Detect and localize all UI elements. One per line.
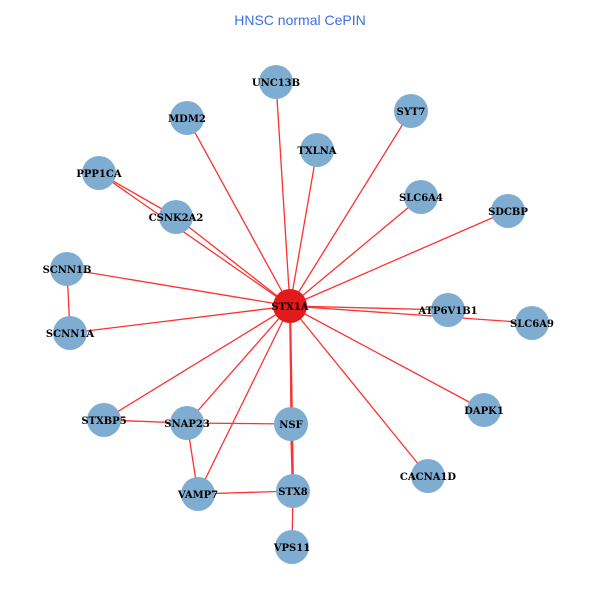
node-sdcbp[interactable]: SDCBP <box>488 194 528 228</box>
edge-STX1A-SYT7 <box>289 110 412 307</box>
node-circle <box>275 530 309 564</box>
edge-STX1A-UNC13B <box>275 81 291 307</box>
node-circle <box>300 133 334 167</box>
node-label: SCNN1B <box>43 265 92 276</box>
node-ppp1ca[interactable]: PPP1CA <box>76 156 122 190</box>
node-label: STX1A <box>271 302 308 313</box>
node-stx8[interactable]: STX8 <box>276 474 310 508</box>
node-stx1a[interactable]: STX1A <box>271 289 309 323</box>
node-scnn1a[interactable]: SCNN1A <box>46 316 94 350</box>
node-label: SCNN1A <box>46 329 94 340</box>
node-circle <box>87 403 121 437</box>
edge-STX1A-CACNA1D <box>289 305 429 477</box>
edge-STX1A-SLC6A4 <box>289 196 422 307</box>
node-label: SLC6A4 <box>399 193 443 204</box>
edge-STX1A-TXLNA <box>289 149 318 307</box>
node-vps11[interactable]: VPS11 <box>273 530 310 564</box>
node-label: DAPK1 <box>464 406 504 417</box>
node-circle <box>431 293 465 327</box>
edge-STX1A-MDM2 <box>186 117 291 307</box>
node-label: CACNA1D <box>400 472 457 483</box>
node-label: UNC13B <box>252 78 300 89</box>
edge-STX1A-SDCBP <box>289 210 509 307</box>
node-circle <box>181 477 215 511</box>
node-label: MDM2 <box>168 114 206 125</box>
edge-STX1A-ATP6V1B1 <box>289 305 449 311</box>
node-circle <box>276 474 310 508</box>
node-circle <box>467 393 501 427</box>
node-label: STX8 <box>278 487 307 498</box>
node-vamp7[interactable]: VAMP7 <box>177 477 218 511</box>
node-label: PPP1CA <box>76 169 121 180</box>
node-label: NSF <box>279 420 302 431</box>
node-circle <box>82 156 116 190</box>
node-circle <box>274 407 308 441</box>
node-dapk1[interactable]: DAPK1 <box>464 393 504 427</box>
node-circle <box>491 194 525 228</box>
figure-title: HNSC normal CePIN <box>234 12 366 28</box>
node-circle <box>273 289 307 323</box>
node-circle <box>170 101 204 135</box>
node-stxbp5[interactable]: STXBP5 <box>81 403 127 437</box>
node-label: SLC6A9 <box>510 319 554 330</box>
node-unc13b[interactable]: UNC13B <box>252 65 300 99</box>
node-circle <box>394 94 428 128</box>
node-label: SYT7 <box>397 107 426 118</box>
node-snap23[interactable]: SNAP23 <box>164 406 210 440</box>
node-label: VPS11 <box>273 543 310 554</box>
edge-STX1A-STXBP5 <box>103 305 291 421</box>
node-atp6v1b1[interactable]: ATP6V1B1 <box>417 293 478 327</box>
node-nsf[interactable]: NSF <box>274 407 308 441</box>
node-cacna1d[interactable]: CACNA1D <box>400 459 457 493</box>
edge-STX1A-SCNN1A <box>69 305 291 334</box>
node-mdm2[interactable]: MDM2 <box>168 101 206 135</box>
node-label: STXBP5 <box>81 416 126 427</box>
node-slc6a4[interactable]: SLC6A4 <box>399 180 443 214</box>
node-circle <box>53 316 87 350</box>
edge-STX1A-DAPK1 <box>289 305 485 411</box>
node-circle <box>404 180 438 214</box>
node-label: SNAP23 <box>164 419 210 430</box>
edge-STX1A-PPP1CA <box>98 172 291 307</box>
node-circle <box>515 306 549 340</box>
edge-STX1A-SCNN1B <box>66 268 291 307</box>
node-slc6a9[interactable]: SLC6A9 <box>510 306 554 340</box>
edge-STX1A-SNAP23 <box>186 305 291 424</box>
node-label: VAMP7 <box>177 490 218 501</box>
node-circle <box>50 252 84 286</box>
node-scnn1b[interactable]: SCNN1B <box>43 252 92 286</box>
node-csnk2a2[interactable]: CSNK2A2 <box>149 200 204 234</box>
node-circle <box>411 459 445 493</box>
edge-STX1A-SLC6A9 <box>289 305 533 324</box>
node-label: SDCBP <box>488 207 528 218</box>
node-syt7[interactable]: SYT7 <box>394 94 428 128</box>
edge-STX1A-VAMP7 <box>197 305 291 495</box>
node-label: CSNK2A2 <box>149 213 204 224</box>
edge-SNAP23-NSF <box>186 422 292 425</box>
edge-STX1A-CSNK2A2 <box>175 216 291 307</box>
node-circle <box>170 406 204 440</box>
node-circle <box>159 200 193 234</box>
node-label: TXLNA <box>297 146 336 157</box>
node-txlna[interactable]: TXLNA <box>297 133 337 167</box>
node-label: ATP6V1B1 <box>417 306 477 317</box>
node-circle <box>259 65 293 99</box>
